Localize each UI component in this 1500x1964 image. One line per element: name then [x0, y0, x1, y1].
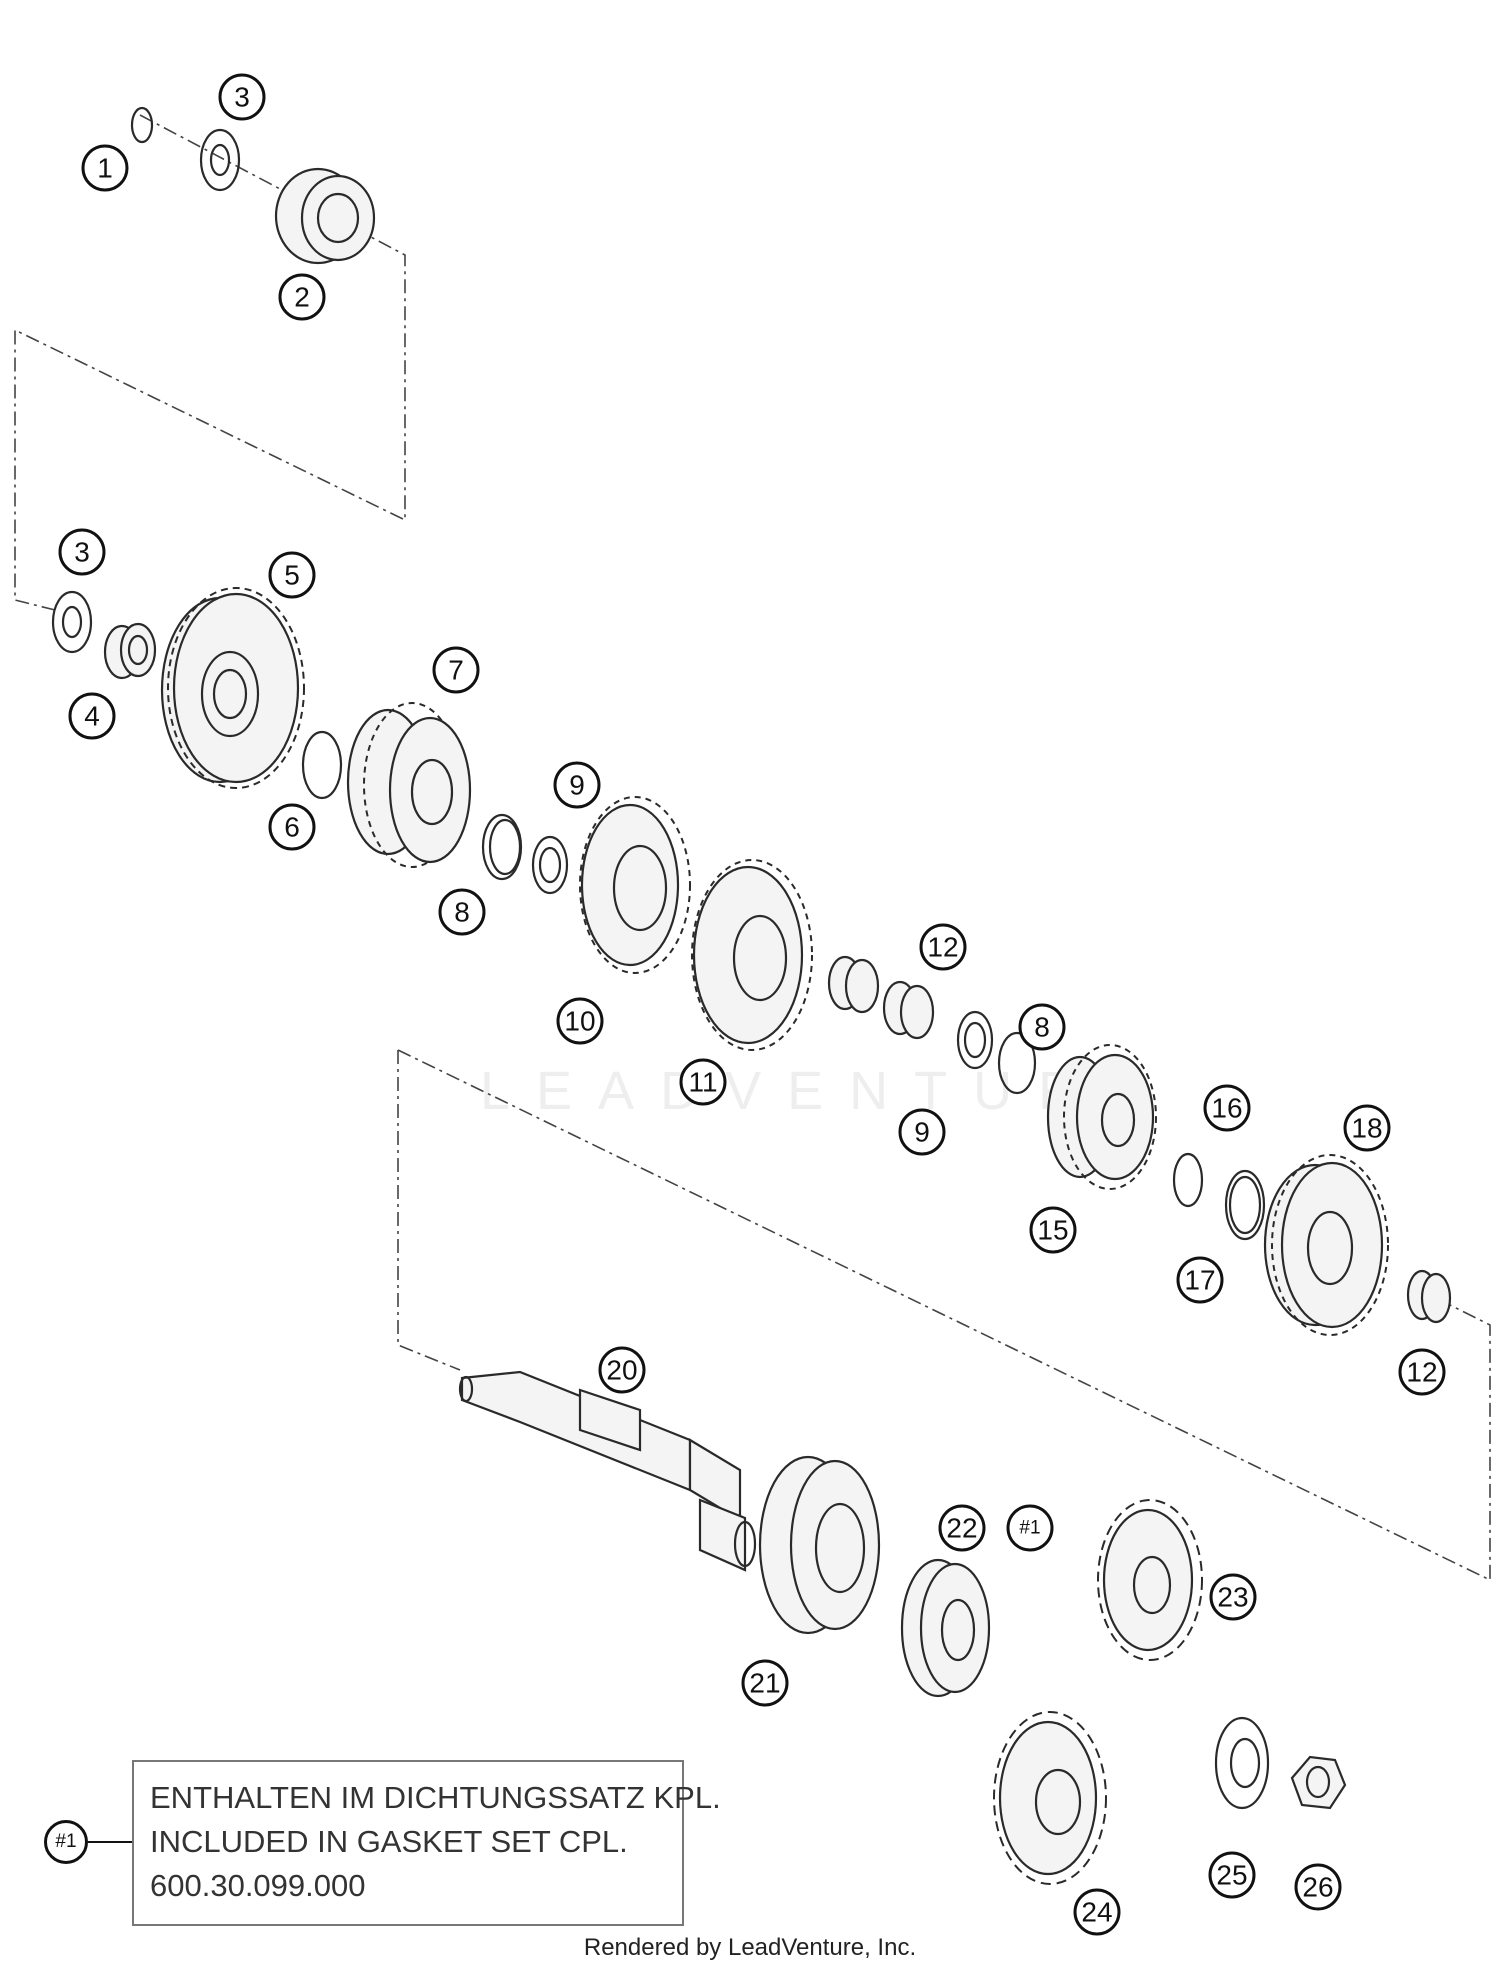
callout-20: 20	[598, 1346, 646, 1394]
callout-1: 1	[81, 144, 129, 192]
needle-bearing-part-4	[103, 622, 157, 680]
callout-label: 12	[927, 932, 958, 963]
bearing-part-2	[274, 167, 376, 265]
washer-part-17	[1224, 1169, 1266, 1241]
callout-label: #1	[1019, 1518, 1040, 1539]
ring-part-8	[481, 813, 523, 881]
callout-2: 2	[278, 273, 326, 321]
gasket-set-note: ENTHALTEN IM DICHTUNGSSATZ KPL. INCLUDED…	[132, 1760, 721, 1926]
callout-label: 7	[448, 655, 464, 686]
assembly-guide-lines	[14, 114, 1491, 1582]
callout-label: 26	[1302, 1872, 1333, 1903]
note-reference-badge: #1	[44, 1820, 88, 1864]
callout-label: 23	[1217, 1582, 1248, 1613]
callout-9: 9	[553, 761, 601, 809]
callout-12-b: 12	[1398, 1348, 1446, 1396]
note-connector-line	[88, 1841, 132, 1843]
callout-11: 11	[679, 1058, 727, 1106]
callout-26: 26	[1294, 1863, 1342, 1911]
callout-23: 23	[1209, 1573, 1257, 1621]
callout-label: 12	[1406, 1357, 1437, 1388]
callout-3-top: 3	[218, 73, 266, 121]
callout-17: 17	[1176, 1256, 1224, 1304]
needle-bearing-part-12b	[882, 980, 935, 1040]
circlip-part-16	[1172, 1152, 1204, 1208]
callout-label: 2	[294, 282, 310, 313]
callout-label: 9	[914, 1117, 930, 1148]
callouts: 1 3 2 3 5 4 7 6 9 8 10 11 12 8 9 16 18 1…	[58, 73, 1446, 1936]
callout-16: 16	[1203, 1084, 1251, 1132]
callout-8: 8	[438, 888, 486, 936]
gear-part-10	[579, 796, 691, 974]
seal-part-22	[900, 1558, 991, 1698]
circlip-part-1	[130, 106, 154, 144]
callout-7: 7	[432, 646, 480, 694]
callout-18: 18	[1343, 1104, 1391, 1152]
callout-8-b: 8	[1018, 1003, 1066, 1051]
washer-part-3-top	[199, 128, 241, 192]
sprocket-part-23	[1097, 1499, 1203, 1661]
callout-5: 5	[268, 551, 316, 599]
callout-label: 22	[946, 1513, 977, 1544]
callout-4: 4	[68, 692, 116, 740]
gear-part-5	[160, 587, 305, 789]
callout-label: 8	[1034, 1012, 1050, 1043]
bearing-part-21	[758, 1455, 881, 1635]
shaft-part-20	[458, 1370, 757, 1572]
callout-15: 15	[1029, 1206, 1077, 1254]
callout-label: 18	[1351, 1113, 1382, 1144]
callout-label: 11	[688, 1067, 717, 1098]
callout-label: 21	[749, 1668, 780, 1699]
callout-12-a: 12	[919, 923, 967, 971]
callout-label: 4	[84, 701, 100, 732]
callout-label: 10	[564, 1006, 595, 1037]
callout-label: 15	[1037, 1215, 1068, 1246]
lock-washer-part-25	[1214, 1716, 1270, 1810]
callout-label: 9	[569, 770, 585, 801]
rendered-by-footer: Rendered by LeadVenture, Inc.	[583, 1934, 917, 1961]
callout-note-ref: #1	[1006, 1504, 1054, 1552]
callout-label: 3	[74, 537, 90, 568]
callout-label: 20	[606, 1355, 637, 1386]
callout-6: 6	[268, 803, 316, 851]
callout-21: 21	[741, 1659, 789, 1707]
callout-9-b: 9	[898, 1108, 946, 1156]
callout-label: 24	[1081, 1897, 1112, 1928]
lock-washer-part-9b	[956, 1010, 994, 1070]
gear-part-7	[346, 702, 472, 868]
callout-10: 10	[556, 997, 604, 1045]
lock-washer-part-9	[531, 835, 569, 895]
note-part-number: 600.30.099.000	[150, 1868, 366, 1903]
needle-bearing-part-12c	[1406, 1269, 1452, 1324]
callout-24: 24	[1073, 1888, 1121, 1936]
callout-label: 8	[454, 897, 470, 928]
callout-25: 25	[1208, 1851, 1256, 1899]
washer-part-3	[51, 590, 93, 654]
watermark: LEADVENTURE	[480, 1061, 1166, 1121]
gear-part-15	[1046, 1044, 1157, 1190]
callout-label: 25	[1216, 1860, 1247, 1891]
note-line-english: INCLUDED IN GASKET SET CPL.	[150, 1824, 628, 1859]
needle-bearing-part-12a	[827, 955, 880, 1014]
gear-part-18	[1263, 1154, 1389, 1336]
callout-label: 5	[284, 560, 300, 591]
callout-label: 16	[1211, 1093, 1242, 1124]
ring-part-8b	[997, 1031, 1037, 1095]
sprocket-part-24	[993, 1711, 1107, 1885]
callout-22: 22	[938, 1504, 986, 1552]
callout-label: 17	[1184, 1265, 1215, 1296]
callout-label: 1	[97, 153, 113, 184]
callout-label: 6	[284, 812, 300, 843]
callout-3: 3	[58, 528, 106, 576]
washer-part-6	[301, 730, 343, 800]
nut-part-26	[1290, 1755, 1347, 1810]
note-line-german: ENTHALTEN IM DICHTUNGSSATZ KPL.	[150, 1780, 721, 1815]
callout-label: 3	[234, 82, 250, 113]
gear-part-11	[691, 859, 813, 1051]
